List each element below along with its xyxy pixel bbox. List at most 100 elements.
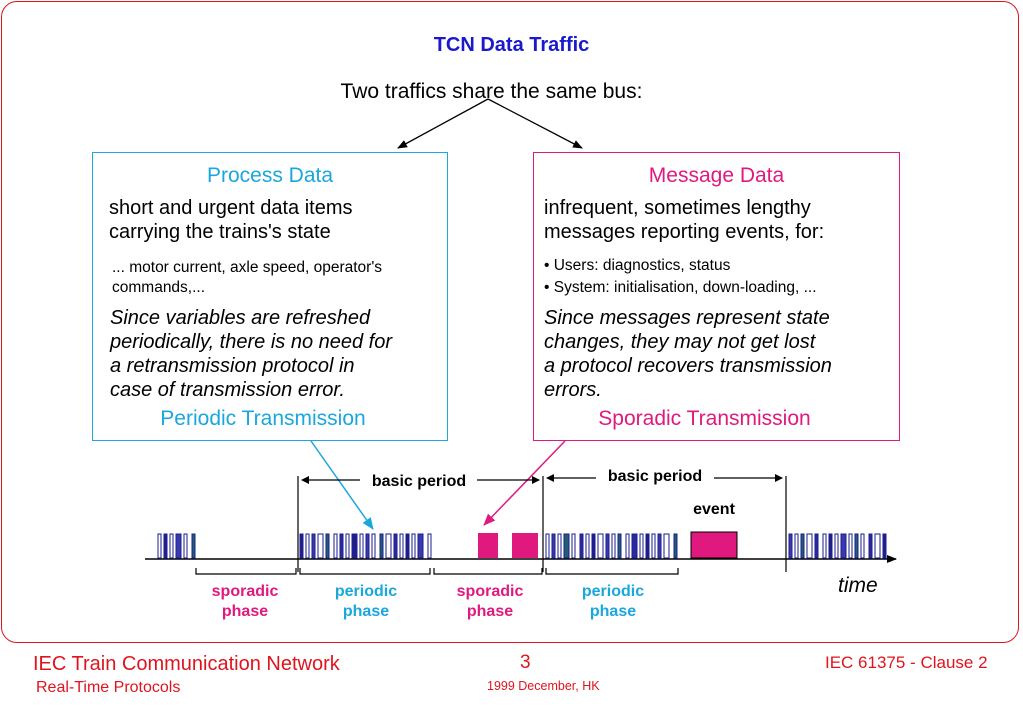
periodic-frame-pulse <box>191 533 196 559</box>
phase-label-periodic-2: periodic phase <box>563 582 663 622</box>
periodic-frame-pulse <box>874 533 881 559</box>
periodic-frame-pulse <box>854 533 859 559</box>
slide-frame <box>1 1 1019 643</box>
message-note-3: a protocol recovers transmission <box>544 355 832 377</box>
phase-label-line: sporadic <box>211 583 279 600</box>
periodic-frame-pulse <box>794 533 799 559</box>
periodic-frame-pulse <box>317 533 324 559</box>
basic-period-label-2: basic period <box>607 468 703 485</box>
phase-label-line: periodic <box>334 583 398 600</box>
arrow-to-message-data <box>487 98 583 149</box>
message-note-4: errors. <box>544 379 602 401</box>
periodic-pointer-arrow <box>310 440 374 530</box>
periodic-frame-pulse <box>571 533 576 559</box>
periodic-frame-pulse <box>411 533 416 559</box>
process-line-2: carrying the trains's state <box>109 221 331 243</box>
periodic-frame-pulse <box>365 533 370 559</box>
periodic-frames <box>157 533 887 559</box>
process-examples-2: commands,... <box>112 279 206 296</box>
message-note-1: Since messages represent state <box>544 307 830 329</box>
phase-label-sporadic-1: sporadic phase <box>195 582 295 622</box>
process-data-heading: Process Data <box>206 164 334 187</box>
event-message-block <box>690 531 738 559</box>
phase-bracket-4 <box>545 568 679 575</box>
periodic-frame-pulse <box>657 533 662 559</box>
periodic-frame-pulse <box>385 533 392 559</box>
periodic-frame-pulse <box>345 533 350 559</box>
message-data-heading: Message Data <box>648 164 785 187</box>
process-line-1: short and urgent data items <box>109 197 353 219</box>
periodic-frame-pulse <box>597 533 604 559</box>
phase-label-periodic-1: periodic phase <box>316 582 416 622</box>
message-bullet-system: • System: initialisation, down-loading, … <box>544 279 817 296</box>
periodic-frame-pulse <box>371 533 376 559</box>
periodic-frame-pulse <box>788 533 793 559</box>
arrow-to-process-data <box>397 98 489 149</box>
process-examples: ... motor current, axle speed, operator'… <box>112 258 382 298</box>
footer-standard-ref: IEC 61375 - Clause 2 <box>825 653 988 672</box>
periodic-frame-pulse <box>651 533 656 559</box>
periodic-frame-pulse <box>591 533 596 559</box>
phase-label-line: sporadic <box>456 583 524 600</box>
periodic-frame-pulse <box>379 533 384 559</box>
periodic-frame-pulse <box>157 533 162 559</box>
periodic-frame-pulse <box>325 533 330 559</box>
periodic-frame-pulse <box>631 533 638 559</box>
slide-title: TCN Data Traffic <box>433 34 590 56</box>
periodic-frame-pulse <box>557 533 562 559</box>
sporadic-pointer-arrow <box>483 440 566 526</box>
message-line-1: infrequent, sometimes lengthy <box>544 197 811 219</box>
periodic-frame-pulse <box>183 533 188 559</box>
message-data-description: infrequent, sometimes lengthy messages r… <box>544 196 824 244</box>
periodic-frame-pulse <box>611 533 616 559</box>
periodic-frame-pulse <box>639 533 644 559</box>
periodic-frame-pulse <box>427 533 432 559</box>
process-note-3: a retransmission protocol in <box>110 355 355 377</box>
periodic-frame-pulse <box>860 533 865 559</box>
phase-label-line: periodic <box>581 583 645 600</box>
basic-period-label-1: basic period <box>371 473 467 490</box>
periodic-frame-pulse <box>663 533 670 559</box>
periodic-frame-pulse <box>617 533 622 559</box>
message-note-2: changes, they may not get lost <box>544 331 816 353</box>
slide-subtitle: Two traffics share the same bus: <box>340 80 643 103</box>
message-note: Since messages represent state changes, … <box>544 306 832 402</box>
periodic-transmission-label: Periodic Transmission <box>160 407 366 430</box>
sporadic-message-block-2 <box>512 533 538 558</box>
periodic-frame-pulse <box>840 533 847 559</box>
process-data-box: Process Data short and urgent data items… <box>92 152 448 441</box>
footer-course-title: IEC Train Communication Network <box>33 653 340 675</box>
periodic-frame-pulse <box>417 533 424 559</box>
sporadic-transmission-label: Sporadic Transmission <box>598 407 811 430</box>
periodic-frame-pulse <box>351 533 358 559</box>
periodic-frame-pulse <box>645 533 650 559</box>
periodic-frame-pulse <box>605 533 610 559</box>
periodic-frame-pulse <box>163 533 168 559</box>
periodic-frame-pulse <box>814 533 819 559</box>
periodic-frame-pulse <box>579 533 584 559</box>
periodic-frame-pulse <box>806 533 813 559</box>
time-axis-label: time <box>838 574 878 597</box>
periodic-frame-pulse <box>585 533 590 559</box>
periodic-frame-pulse <box>393 533 398 559</box>
phase-label-line: phase <box>221 603 269 620</box>
periodic-frame-pulse <box>551 533 556 559</box>
process-note-2: periodically, there is no need for <box>110 331 393 353</box>
process-data-description: short and urgent data items carrying the… <box>109 196 352 244</box>
process-note: Since variables are refreshed periodical… <box>110 306 392 402</box>
process-note-1: Since variables are refreshed <box>110 307 371 329</box>
process-note-4: case of transmission error. <box>110 379 345 401</box>
phase-label-line: phase <box>589 603 637 620</box>
phase-bracket-3 <box>433 568 543 575</box>
message-bullet-users: • Users: diagnostics, status <box>544 257 731 274</box>
periodic-frame-pulse <box>822 533 827 559</box>
periodic-frame-pulse <box>625 533 630 559</box>
phase-bracket-1 <box>195 568 297 575</box>
footer-date: 1999 December, HK <box>487 679 600 693</box>
phase-label-line: phase <box>342 603 390 620</box>
periodic-frame-pulse <box>399 533 404 559</box>
phase-bracket-2 <box>299 568 431 575</box>
periodic-frame-pulse <box>169 533 174 559</box>
periodic-frame-pulse <box>545 533 550 559</box>
